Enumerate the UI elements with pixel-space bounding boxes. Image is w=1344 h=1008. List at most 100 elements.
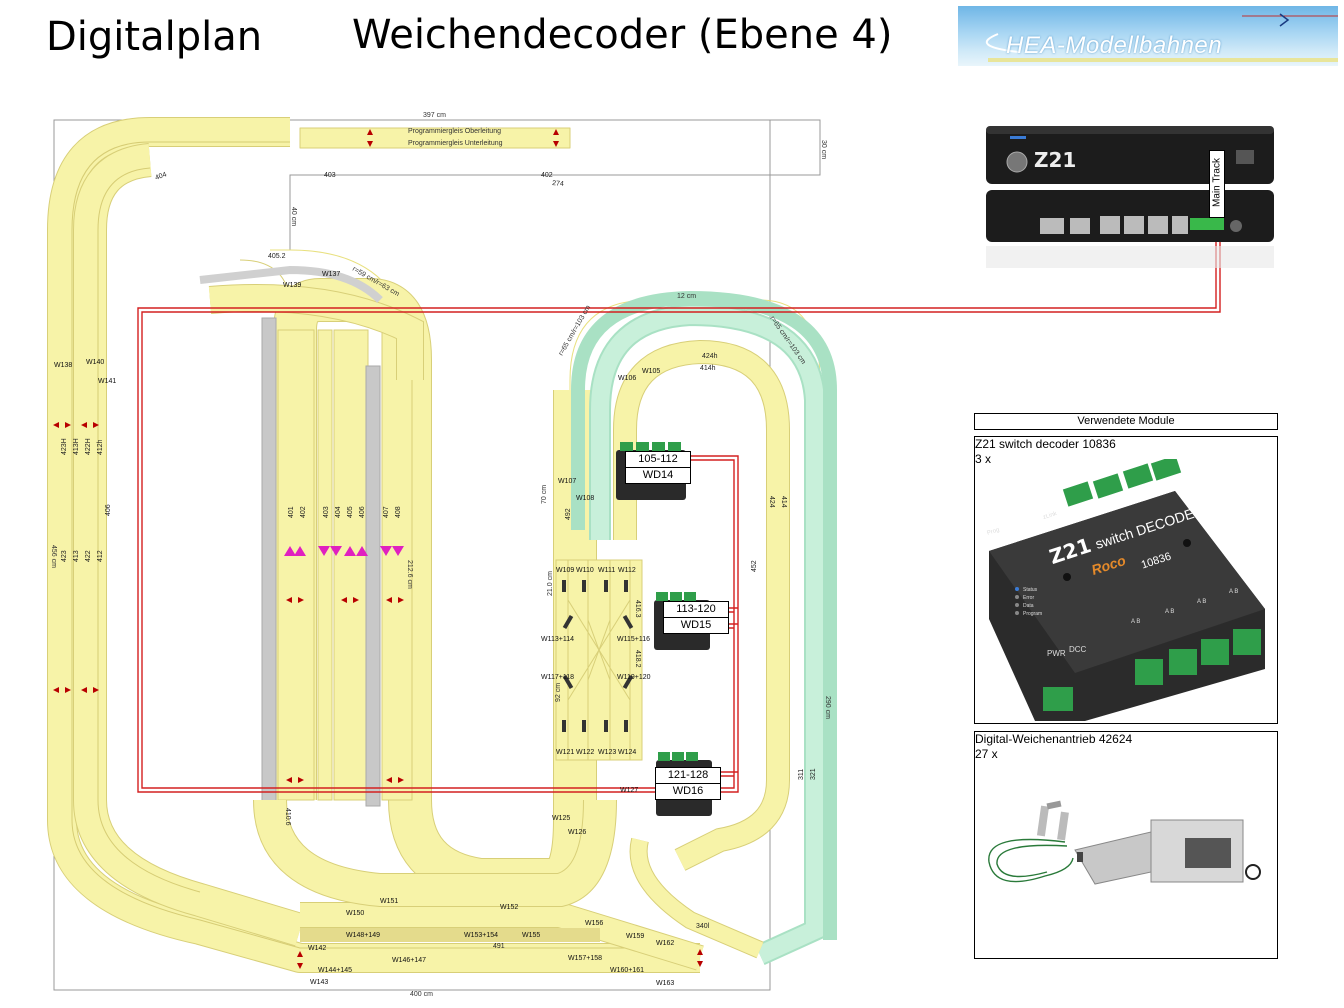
turnout-w152: W152 xyxy=(500,904,518,911)
block-label-404: 404 xyxy=(154,171,167,182)
block-label-405-2: 405.2 xyxy=(268,253,286,260)
station-track-405: 405 xyxy=(347,506,354,518)
module1-count: 3 x xyxy=(975,452,992,466)
modules-heading: Verwendete Module xyxy=(974,413,1278,430)
module2-name: Digital-Weichenantrieb 42624 xyxy=(975,732,1133,746)
decoder-port-2: A B xyxy=(1165,609,1175,615)
block-label-340l: 340l xyxy=(696,923,710,930)
block-label-492: 492 xyxy=(565,508,572,520)
turnout-w139: W139 xyxy=(283,282,301,289)
outer-track-422: 422 xyxy=(85,550,92,562)
point-motor-image xyxy=(988,800,1261,885)
magenta-signal-markers xyxy=(284,546,404,556)
decoder-pwr-label: PWR xyxy=(1047,649,1066,658)
dim-depot-height: 70 cm xyxy=(541,485,548,504)
block-label-491: 491 xyxy=(493,943,505,950)
turnout-w143: W143 xyxy=(310,979,328,986)
dim-depot-b: 92 cm xyxy=(555,683,562,702)
turnout-w122: W122 xyxy=(576,749,594,756)
dim-station-length: 212.6 cm xyxy=(406,560,413,589)
turnout-w140: W140 xyxy=(86,359,104,366)
decoder-wd14-range: 105-112 xyxy=(638,453,678,465)
turnout-w124: W124 xyxy=(618,749,636,756)
station-track-numbers: 401 402 403 404 405 406 407 408 423H 413… xyxy=(61,353,817,780)
turnout-w123: W123 xyxy=(598,749,616,756)
logo-underline xyxy=(988,58,1338,62)
module1-name: Z21 switch decoder 10836 xyxy=(975,437,1116,451)
turnout-w163: W163 xyxy=(656,980,674,987)
dim-top-width: 397 cm xyxy=(423,112,446,119)
decoder-port-3: A B xyxy=(1197,599,1207,605)
decoder-led-status: Status xyxy=(1023,587,1038,593)
station-track-403: 403 xyxy=(323,506,330,518)
page-subtitle: Digitalplan xyxy=(46,14,263,60)
track-label-prog-lower: Programmiergleis Unterleitung xyxy=(408,140,503,147)
turnout-w115-116: W115+116 xyxy=(617,636,650,643)
switch-decoder-image xyxy=(989,459,1265,721)
module2-count: 27 x xyxy=(975,747,998,761)
turnout-w117-118: W117+118 xyxy=(541,674,574,681)
decoder-led-data: Data xyxy=(1023,603,1034,609)
turnout-w148-149: W148+149 xyxy=(346,932,380,939)
turnout-w153-154: W153+154 xyxy=(464,932,498,939)
turnout-w138: W138 xyxy=(54,362,72,369)
z21-central xyxy=(986,126,1274,268)
block-label-416-3: 416.3 xyxy=(634,600,641,618)
turnout-w141: W141 xyxy=(98,378,116,385)
outer-track-412: 412 xyxy=(97,550,104,562)
decoder-wd15-range: 113-120 xyxy=(676,603,716,615)
dim-depot-a: 21.0 cm xyxy=(547,571,554,596)
main-track-text: Main Track xyxy=(1211,158,1223,207)
turnout-w121: W121 xyxy=(556,749,574,756)
block-labels: 404 403 402 405.2 406 410.6 416.3 418.2 … xyxy=(105,171,758,950)
depot-tracks xyxy=(555,559,643,761)
station-tracks xyxy=(199,249,821,907)
decoder-wd14-id: WD14 xyxy=(626,467,690,483)
main-track-port-label: Main Track xyxy=(1209,150,1225,218)
station-track-408: 408 xyxy=(395,506,402,518)
loop-track-424h: 424h xyxy=(702,353,718,360)
page-title: Weichendecoder (Ebene 4) xyxy=(352,12,893,58)
turnout-w144-145: W144+145 xyxy=(318,967,352,974)
loop-track-321: 321 xyxy=(810,768,817,780)
dim-mid-gap: 12 cm xyxy=(677,293,696,300)
logo-text: HEA-Modellbahnen xyxy=(1006,32,1223,59)
turnout-w150: W150 xyxy=(346,910,364,917)
decoder-wd15-id: WD15 xyxy=(664,617,728,633)
decoder-wd16-range: 121-128 xyxy=(667,769,709,781)
station-track-402: 402 xyxy=(300,506,307,518)
outer-track-422h: 422H xyxy=(85,438,92,455)
z21-brand: Z21 xyxy=(1034,148,1077,172)
turnout-w125: W125 xyxy=(552,815,570,822)
turnout-w108: W108 xyxy=(576,495,594,502)
block-label-410-6: 410.6 xyxy=(284,808,291,826)
turnout-w106: W106 xyxy=(618,375,636,382)
station-track-406: 406 xyxy=(359,506,366,518)
decoder-port-1: A B xyxy=(1131,619,1141,625)
dim-overall-height: 456 cm xyxy=(50,545,57,568)
turnout-w151: W151 xyxy=(380,898,398,905)
decoder-wd14: 105-112 WD14 xyxy=(625,451,691,484)
block-label-402: 402 xyxy=(541,172,553,179)
block-label-274: 274 xyxy=(552,180,564,188)
right-loop-tracks xyxy=(571,290,837,966)
decoder-wd16: 121-128 WD16 xyxy=(655,767,721,800)
decoder-led-error: Error xyxy=(1023,595,1035,601)
block-label-403: 403 xyxy=(324,172,336,179)
decoder-port-4: A B xyxy=(1229,589,1239,595)
turnout-w112: W112 xyxy=(618,567,636,574)
decoder-wd16-id: WD16 xyxy=(656,783,720,799)
turnout-w159: W159 xyxy=(626,933,644,940)
outer-track-423h: 423H xyxy=(61,438,68,455)
turnout-w160-161: W160+161 xyxy=(610,967,644,974)
company-logo: HEA-Modellbahnen xyxy=(958,6,1338,66)
turnout-w119-120: W119+120 xyxy=(617,674,651,681)
turnout-w109: W109 xyxy=(556,567,574,574)
turnout-w126: W126 xyxy=(568,829,586,836)
dim-right-height: 290 cm xyxy=(824,696,831,719)
turnout-w105: W105 xyxy=(642,368,660,375)
block-label-452: 452 xyxy=(751,560,758,572)
loop-track-311: 311 xyxy=(798,769,805,780)
station-track-404: 404 xyxy=(335,506,342,518)
